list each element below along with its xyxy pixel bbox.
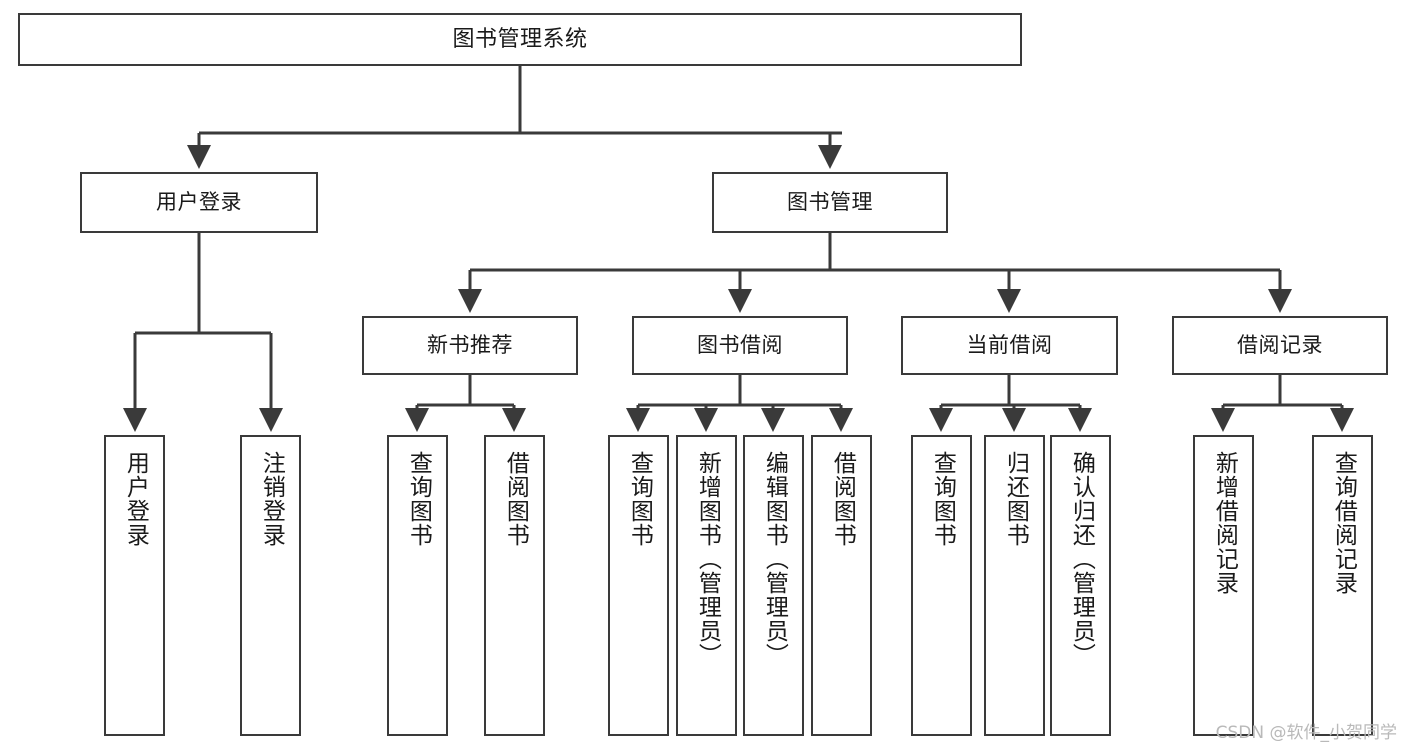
node-leaf-confirm-return-label: 确认归还（管理员） xyxy=(1068,451,1095,667)
node-new-book-recommend-label: 新书推荐 xyxy=(427,333,513,358)
node-borrow-record[interactable]: 借阅记录 xyxy=(1172,316,1388,375)
node-book-borrow-label: 图书借阅 xyxy=(697,333,783,358)
node-leaf-borrow-book-2-label: 借阅图书 xyxy=(829,451,856,547)
node-leaf-query-record-label: 查询借阅记录 xyxy=(1330,451,1357,595)
node-leaf-query-book-3-label: 查询图书 xyxy=(929,451,956,547)
node-leaf-user-login-label: 用户登录 xyxy=(122,451,149,547)
node-leaf-query-book-2-label: 查询图书 xyxy=(626,451,653,547)
node-book-borrow[interactable]: 图书借阅 xyxy=(632,316,848,375)
node-leaf-query-record[interactable]: 查询借阅记录 xyxy=(1312,435,1373,736)
node-leaf-return-book[interactable]: 归还图书 xyxy=(984,435,1045,736)
node-leaf-borrow-book-1[interactable]: 借阅图书 xyxy=(484,435,545,736)
node-root[interactable]: 图书管理系统 xyxy=(18,13,1022,66)
node-current-borrow[interactable]: 当前借阅 xyxy=(901,316,1118,375)
node-leaf-add-book-label: 新增图书（管理员） xyxy=(694,451,721,667)
node-leaf-user-login[interactable]: 用户登录 xyxy=(104,435,165,736)
node-leaf-add-record[interactable]: 新增借阅记录 xyxy=(1193,435,1254,736)
node-book-manage[interactable]: 图书管理 xyxy=(712,172,948,233)
node-leaf-add-record-label: 新增借阅记录 xyxy=(1211,451,1238,595)
node-new-book-recommend[interactable]: 新书推荐 xyxy=(362,316,578,375)
node-leaf-query-book-1[interactable]: 查询图书 xyxy=(387,435,448,736)
node-leaf-borrow-book-1-label: 借阅图书 xyxy=(502,451,529,547)
node-leaf-logout[interactable]: 注销登录 xyxy=(240,435,301,736)
node-leaf-query-book-2[interactable]: 查询图书 xyxy=(608,435,669,736)
node-leaf-logout-label: 注销登录 xyxy=(258,451,285,547)
node-leaf-return-book-label: 归还图书 xyxy=(1002,451,1029,547)
node-user-login-label: 用户登录 xyxy=(156,190,242,215)
node-leaf-borrow-book-2[interactable]: 借阅图书 xyxy=(811,435,872,736)
node-current-borrow-label: 当前借阅 xyxy=(966,333,1053,358)
node-leaf-query-book-3[interactable]: 查询图书 xyxy=(911,435,972,736)
node-leaf-edit-book[interactable]: 编辑图书（管理员） xyxy=(743,435,804,736)
node-leaf-query-book-1-label: 查询图书 xyxy=(405,451,432,547)
node-leaf-confirm-return[interactable]: 确认归还（管理员） xyxy=(1050,435,1111,736)
node-user-login[interactable]: 用户登录 xyxy=(80,172,318,233)
node-borrow-record-label: 借阅记录 xyxy=(1237,333,1323,358)
node-leaf-add-book[interactable]: 新增图书（管理员） xyxy=(676,435,737,736)
csdn-watermark: CSDN @软件_小贺同学 xyxy=(1215,723,1397,743)
node-book-manage-label: 图书管理 xyxy=(787,190,873,215)
node-leaf-edit-book-label: 编辑图书（管理员） xyxy=(761,451,788,667)
node-root-label: 图书管理系统 xyxy=(452,26,588,52)
